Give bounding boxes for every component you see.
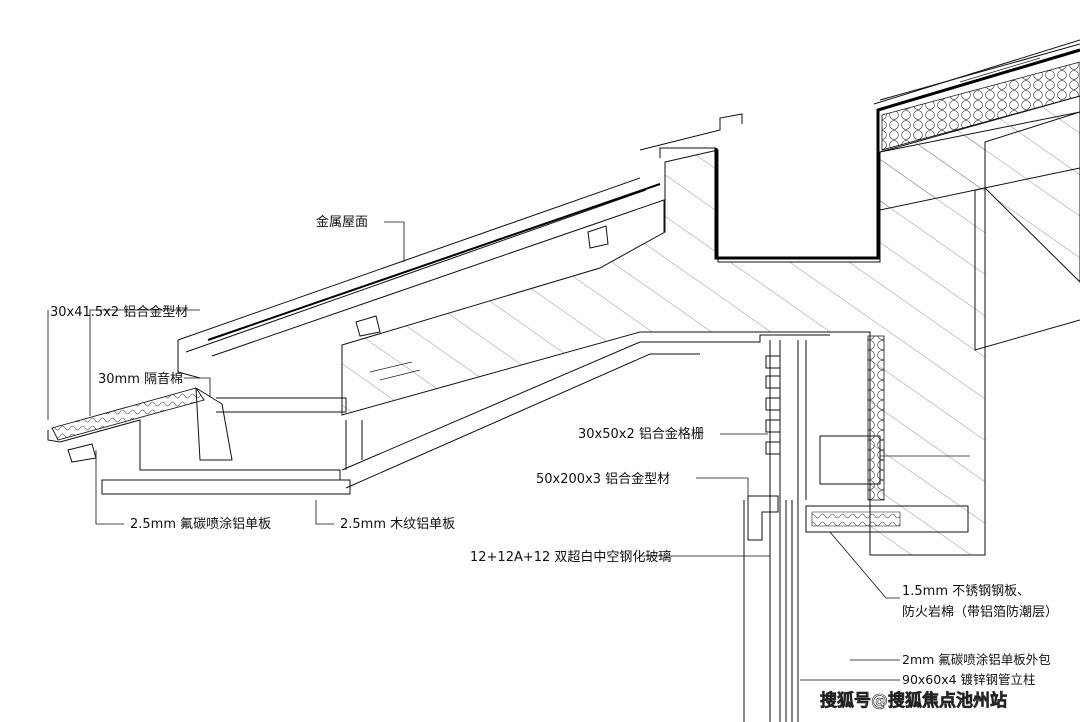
watermark-text: 搜狐号@搜狐焦点池州站 xyxy=(820,690,1007,711)
label-fluoro-wrap: 2mm 氟碳喷涂铝单板外包 xyxy=(902,652,1051,667)
label-alu-profile-top: 30x41.5x2 铝合金型材 xyxy=(50,304,188,320)
label-alu-grille: 30x50x2 铝合金格栅 xyxy=(578,426,704,442)
right-wall xyxy=(974,167,1080,351)
label-steel-post: 90x60x4 镀锌钢管立柱 xyxy=(902,672,1036,687)
label-wood-grain-panel: 2.5mm 木纹铝单板 xyxy=(340,517,455,532)
curtain-wall xyxy=(743,335,970,722)
sloped-metal-roof xyxy=(177,177,665,379)
grille-fins xyxy=(765,355,781,455)
label-stainless-line1: 1.5mm 不锈钢钢板、 xyxy=(902,584,1030,599)
concrete-slab-main xyxy=(341,111,1080,556)
concrete-slab-right xyxy=(879,95,1080,211)
label-insulated-glass: 12+12A+12 双超白中空钢化玻璃 xyxy=(470,549,671,565)
label-metal-roof: 金属屋面 xyxy=(316,214,368,230)
label-alu-profile-mid: 50x200x3 铝合金型材 xyxy=(536,471,670,487)
gutter xyxy=(639,48,1080,260)
roof-insulation-layers xyxy=(873,39,1080,151)
concrete-structure xyxy=(341,95,1080,556)
annotation-labels: 金属屋面 30x41.5x2 铝合金型材 30mm 隔音棉 2.5mm 氟碳喷涂… xyxy=(50,214,1058,687)
soffit-panels xyxy=(47,334,830,495)
leader-lines xyxy=(47,221,900,681)
label-sound-insulation: 30mm 隔音棉 xyxy=(98,371,183,387)
label-fluorocarbon-panel: 2.5mm 氟碳喷涂铝单板 xyxy=(130,516,271,532)
label-stainless-line2: 防火岩棉（带铝箔防潮层） xyxy=(902,604,1058,620)
